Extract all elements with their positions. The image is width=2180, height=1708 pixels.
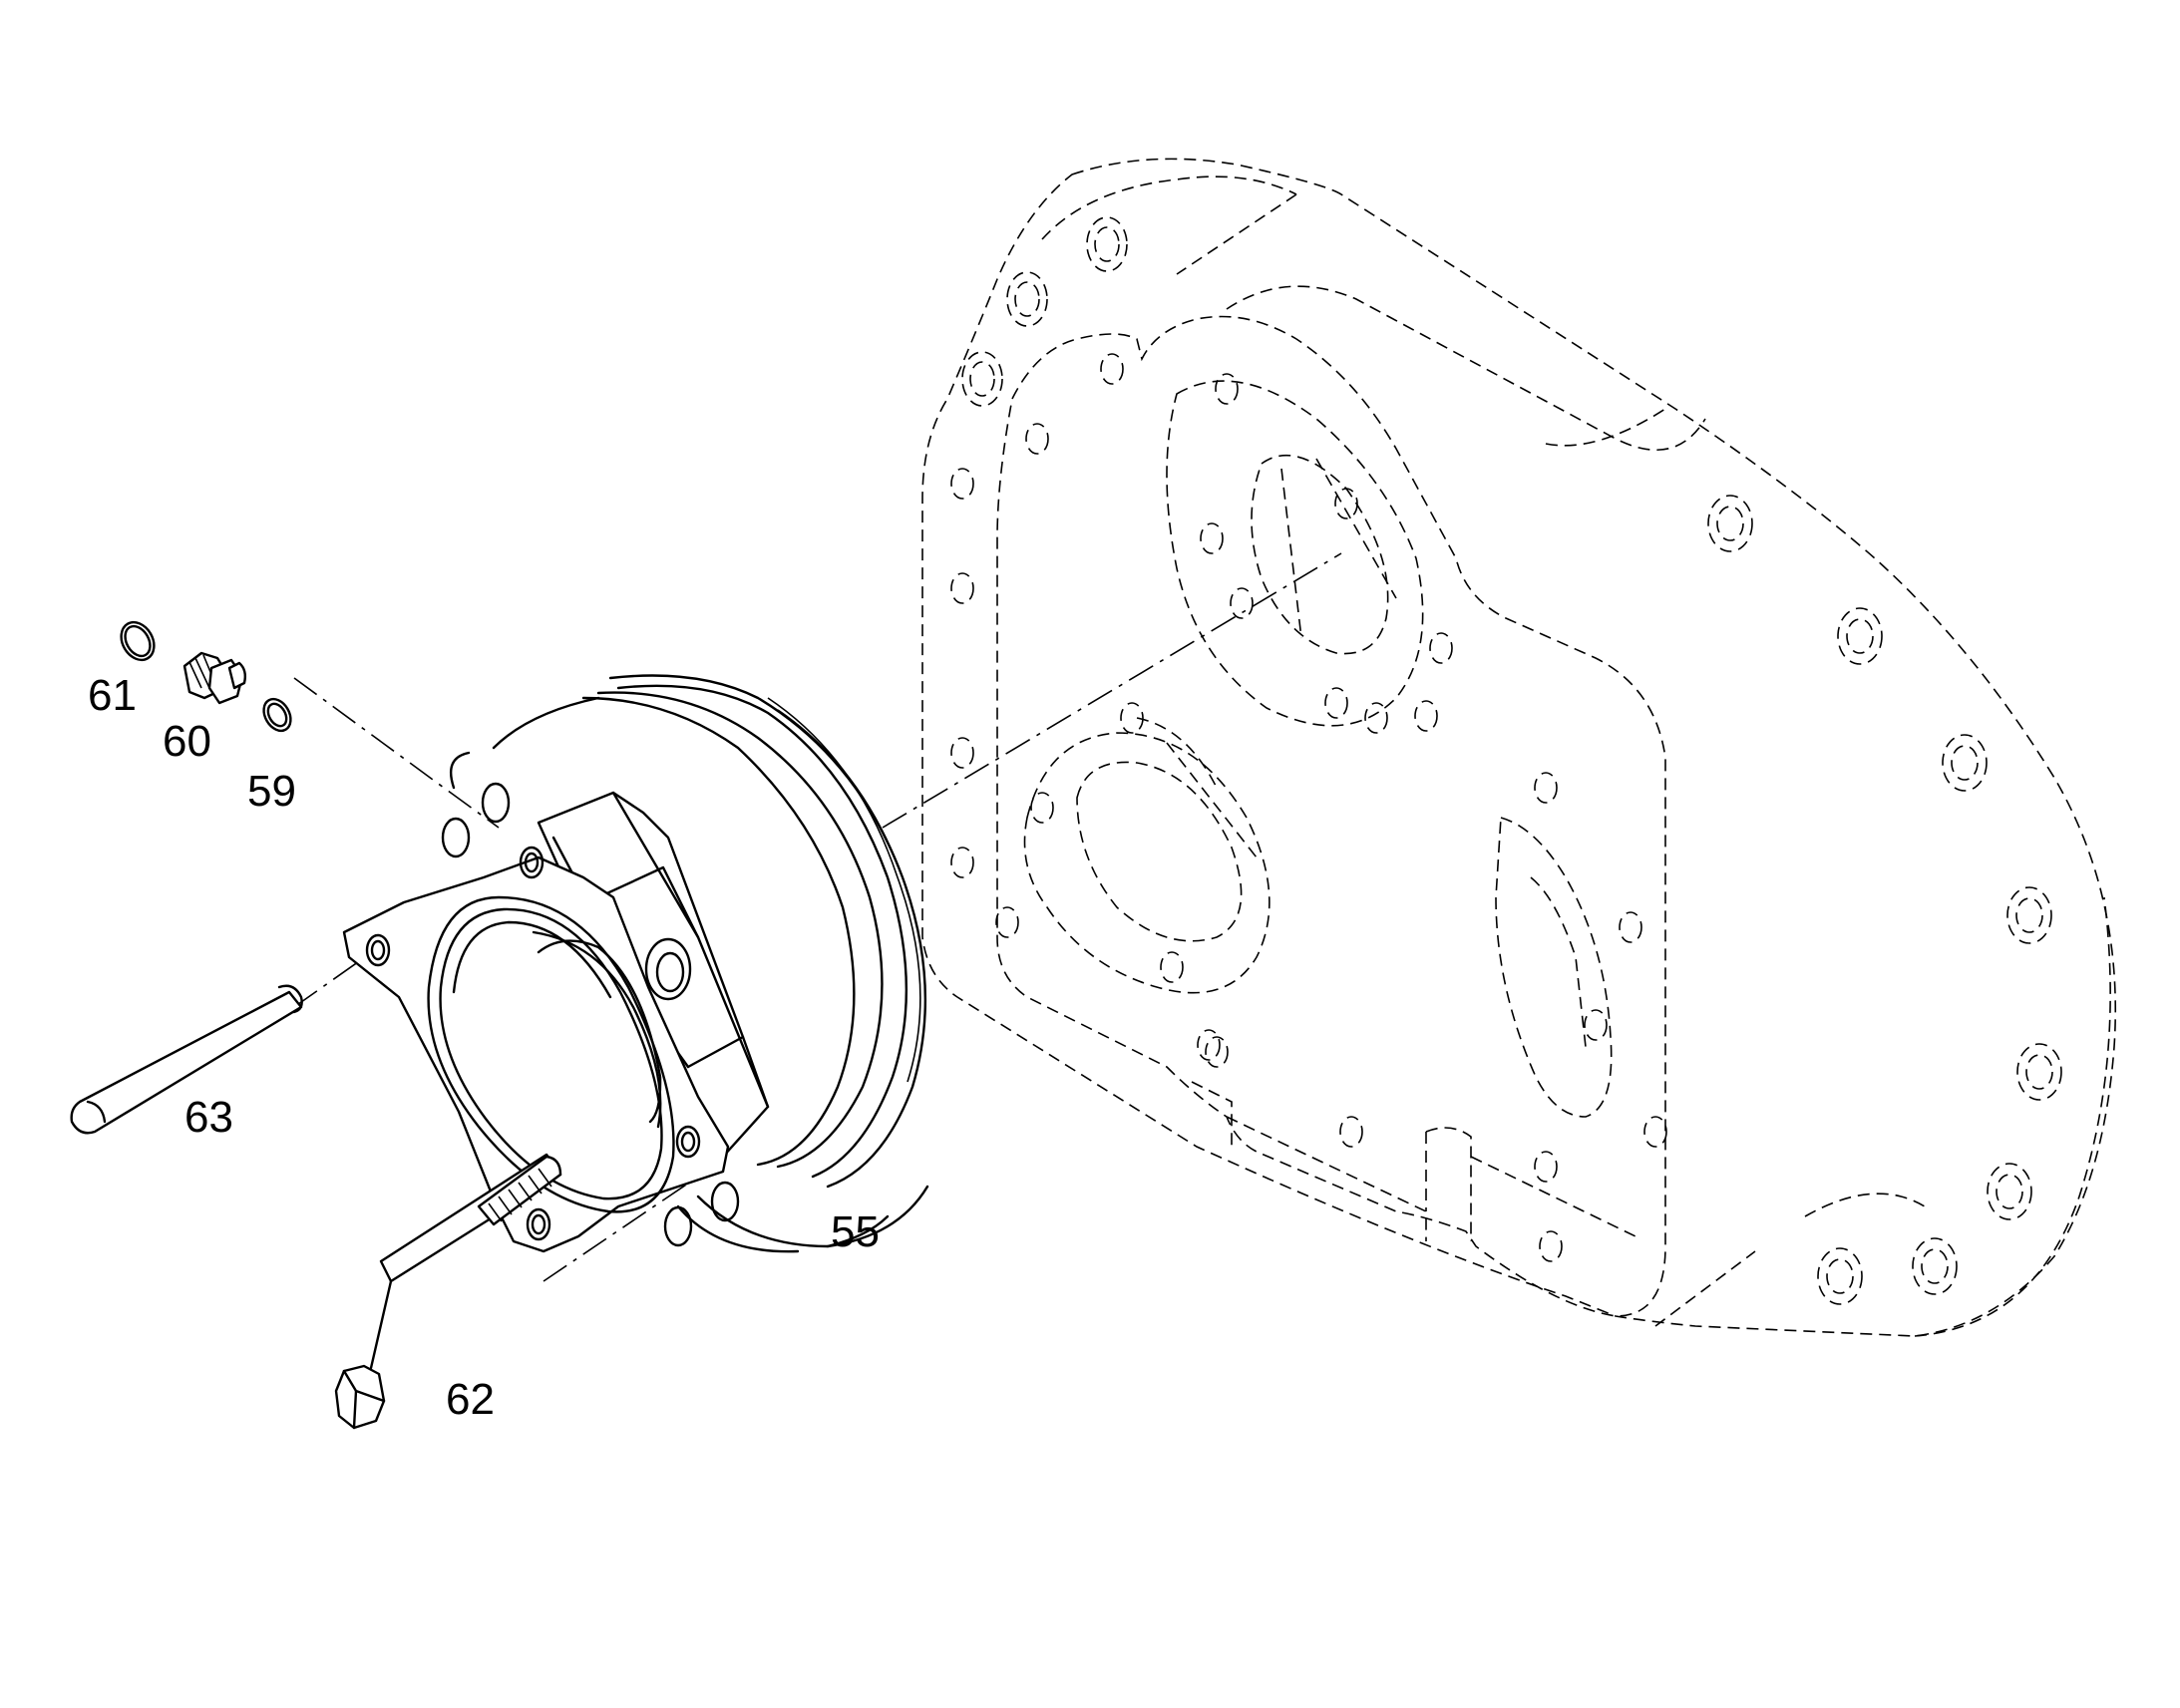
callout-60: 60 [163, 717, 211, 766]
dowel-pin-part-63 [70, 984, 303, 1135]
bearing-housing-part-55 [342, 674, 929, 1253]
fitting-part-60 [182, 651, 247, 705]
callout-62: 62 [446, 1375, 495, 1424]
o-ring-part-59 [262, 697, 292, 733]
transmission-housing-phantom [921, 158, 2117, 1337]
housing-bolt-holes [961, 216, 2062, 1305]
callout-labels: 61 60 59 63 55 62 [88, 671, 880, 1424]
callout-63: 63 [184, 1093, 233, 1142]
callout-55: 55 [831, 1207, 880, 1256]
hex-bolt-part-62 [334, 1153, 562, 1430]
callout-61: 61 [88, 671, 137, 720]
housing-face-holes [950, 353, 1667, 1262]
o-ring-part-61 [120, 620, 156, 662]
callout-59: 59 [247, 767, 296, 816]
